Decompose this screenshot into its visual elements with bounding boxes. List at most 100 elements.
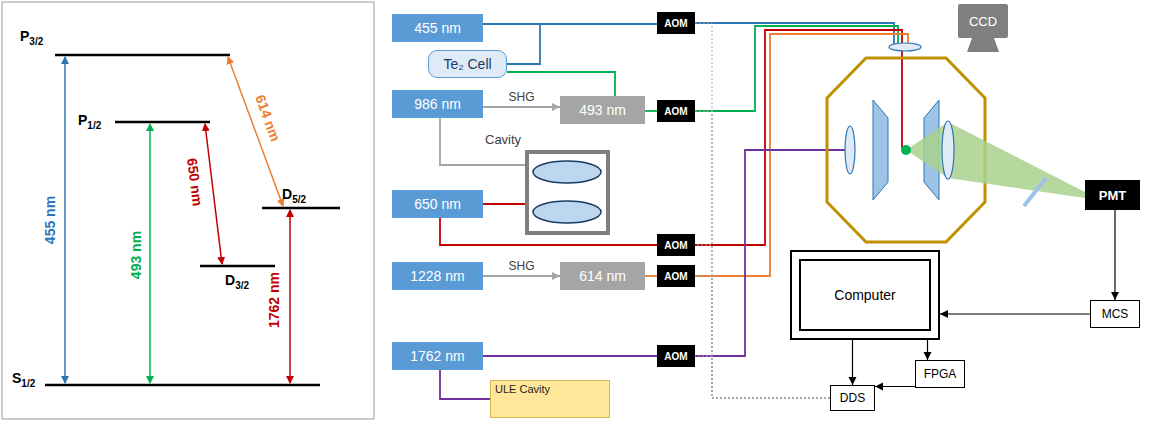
- node-text: 986 nm: [414, 96, 461, 112]
- lens: [889, 43, 921, 51]
- laser-box: 986 nm: [392, 90, 483, 118]
- connector-line: [483, 275, 560, 277]
- process-box: MCS: [1090, 300, 1140, 328]
- cavity-box: Cavity: [525, 150, 610, 235]
- fluorescence: [906, 122, 1085, 198]
- arrow-head: [849, 377, 857, 385]
- transitions: [65, 57, 290, 383]
- arrow-head: [552, 272, 560, 280]
- computer-monitor: Computer: [790, 250, 940, 340]
- connector-line: [440, 370, 490, 399]
- connector: [849, 340, 857, 385]
- laser-box: 455 nm: [392, 14, 483, 42]
- aom-box: AOM: [657, 234, 695, 256]
- level-label: D3/2: [225, 272, 249, 291]
- connector-line: [1114, 210, 1115, 300]
- node-text: PMT: [1099, 188, 1126, 203]
- wavelength-label: 650 nm: [184, 157, 206, 207]
- camera-box: CCD: [958, 4, 1008, 38]
- node-text: 1228 nm: [410, 268, 464, 284]
- level-label: D5/2: [282, 186, 306, 205]
- edge-label: SHG: [506, 90, 536, 104]
- panel-border: [2, 2, 374, 419]
- aom-box: AOM: [657, 12, 695, 34]
- connector: [924, 340, 932, 360]
- wavelength-label: 1762 nm: [266, 272, 282, 328]
- arrow-head: [924, 352, 932, 360]
- node-text: MCS: [1102, 307, 1129, 321]
- lens: [942, 121, 954, 179]
- node-text: AOM: [664, 106, 687, 117]
- node-text: DDS: [840, 391, 865, 405]
- node-text: 493 nm: [579, 102, 626, 118]
- node-text: 614 nm: [579, 268, 626, 284]
- wavelength-label: 493 nm: [128, 231, 144, 279]
- process-box: FPGA: [915, 360, 965, 388]
- energy-levels: [45, 55, 340, 385]
- node-text: AOM: [664, 351, 687, 362]
- arrow-head: [552, 103, 560, 111]
- connector: [875, 383, 915, 391]
- connector: [483, 272, 560, 280]
- edge-label: SHG: [506, 259, 536, 273]
- ion: [901, 145, 911, 155]
- electrode: [873, 100, 888, 200]
- wavelength-label: 455 nm: [42, 196, 58, 244]
- connector-line: [645, 110, 657, 112]
- connector: [483, 356, 657, 357]
- aom-box: AOM: [657, 100, 695, 122]
- arrow-head: [875, 383, 883, 391]
- beam-splitter: [1024, 178, 1046, 206]
- doubled-laser-box: 614 nm: [560, 262, 645, 290]
- detector-box: PMT: [1085, 180, 1140, 210]
- node-text: Te₂ Cell: [443, 56, 491, 72]
- laser-box: 650 nm: [392, 190, 483, 218]
- node-text: 1762 nm: [410, 348, 464, 364]
- connector-line: [940, 313, 1090, 314]
- connector: [940, 310, 1090, 318]
- camera-lens: [967, 38, 999, 52]
- connector: [483, 103, 560, 111]
- node-text: 455 nm: [414, 20, 461, 36]
- node-text: AOM: [664, 18, 687, 29]
- connector-line: [645, 275, 657, 277]
- laser-box: 1228 nm: [392, 262, 483, 290]
- connector: [440, 370, 490, 399]
- aom-box: AOM: [657, 265, 695, 287]
- ule-cavity-box: ULE Cavity: [490, 380, 610, 418]
- connector: [1111, 210, 1119, 300]
- cavity-mirrors: [533, 161, 601, 223]
- node-text: FPGA: [924, 367, 957, 381]
- level-label: P1/2: [78, 112, 101, 131]
- connector-line: [483, 355, 657, 357]
- connector: [645, 276, 657, 277]
- doubled-laser-box: 493 nm: [560, 96, 645, 124]
- node-text: CCD: [969, 14, 997, 29]
- connector-line: [483, 106, 560, 108]
- node-text: Computer: [834, 287, 895, 303]
- laser-box: 1762 nm: [392, 342, 483, 370]
- connector-line: [695, 23, 830, 398]
- reference-cell: Te₂ Cell: [428, 50, 507, 78]
- arrow-head: [1111, 292, 1119, 300]
- connector: [645, 111, 657, 112]
- connector: [695, 23, 830, 398]
- process-box: DDS: [830, 385, 875, 411]
- node-text: ULE Cavity: [495, 383, 550, 395]
- aom-box: AOM: [657, 345, 695, 367]
- connector: [695, 356, 830, 398]
- connector-line: [695, 356, 830, 398]
- connector-line: [483, 203, 525, 205]
- connector: [483, 204, 525, 205]
- arrow-head: [940, 310, 948, 318]
- level-label: P3/2: [20, 28, 43, 47]
- connector: [440, 118, 525, 165]
- node-text: 650 nm: [414, 196, 461, 212]
- connector-line: [440, 118, 525, 165]
- lens: [845, 126, 855, 174]
- node-text: Cavity: [485, 132, 521, 147]
- node-text: AOM: [664, 240, 687, 251]
